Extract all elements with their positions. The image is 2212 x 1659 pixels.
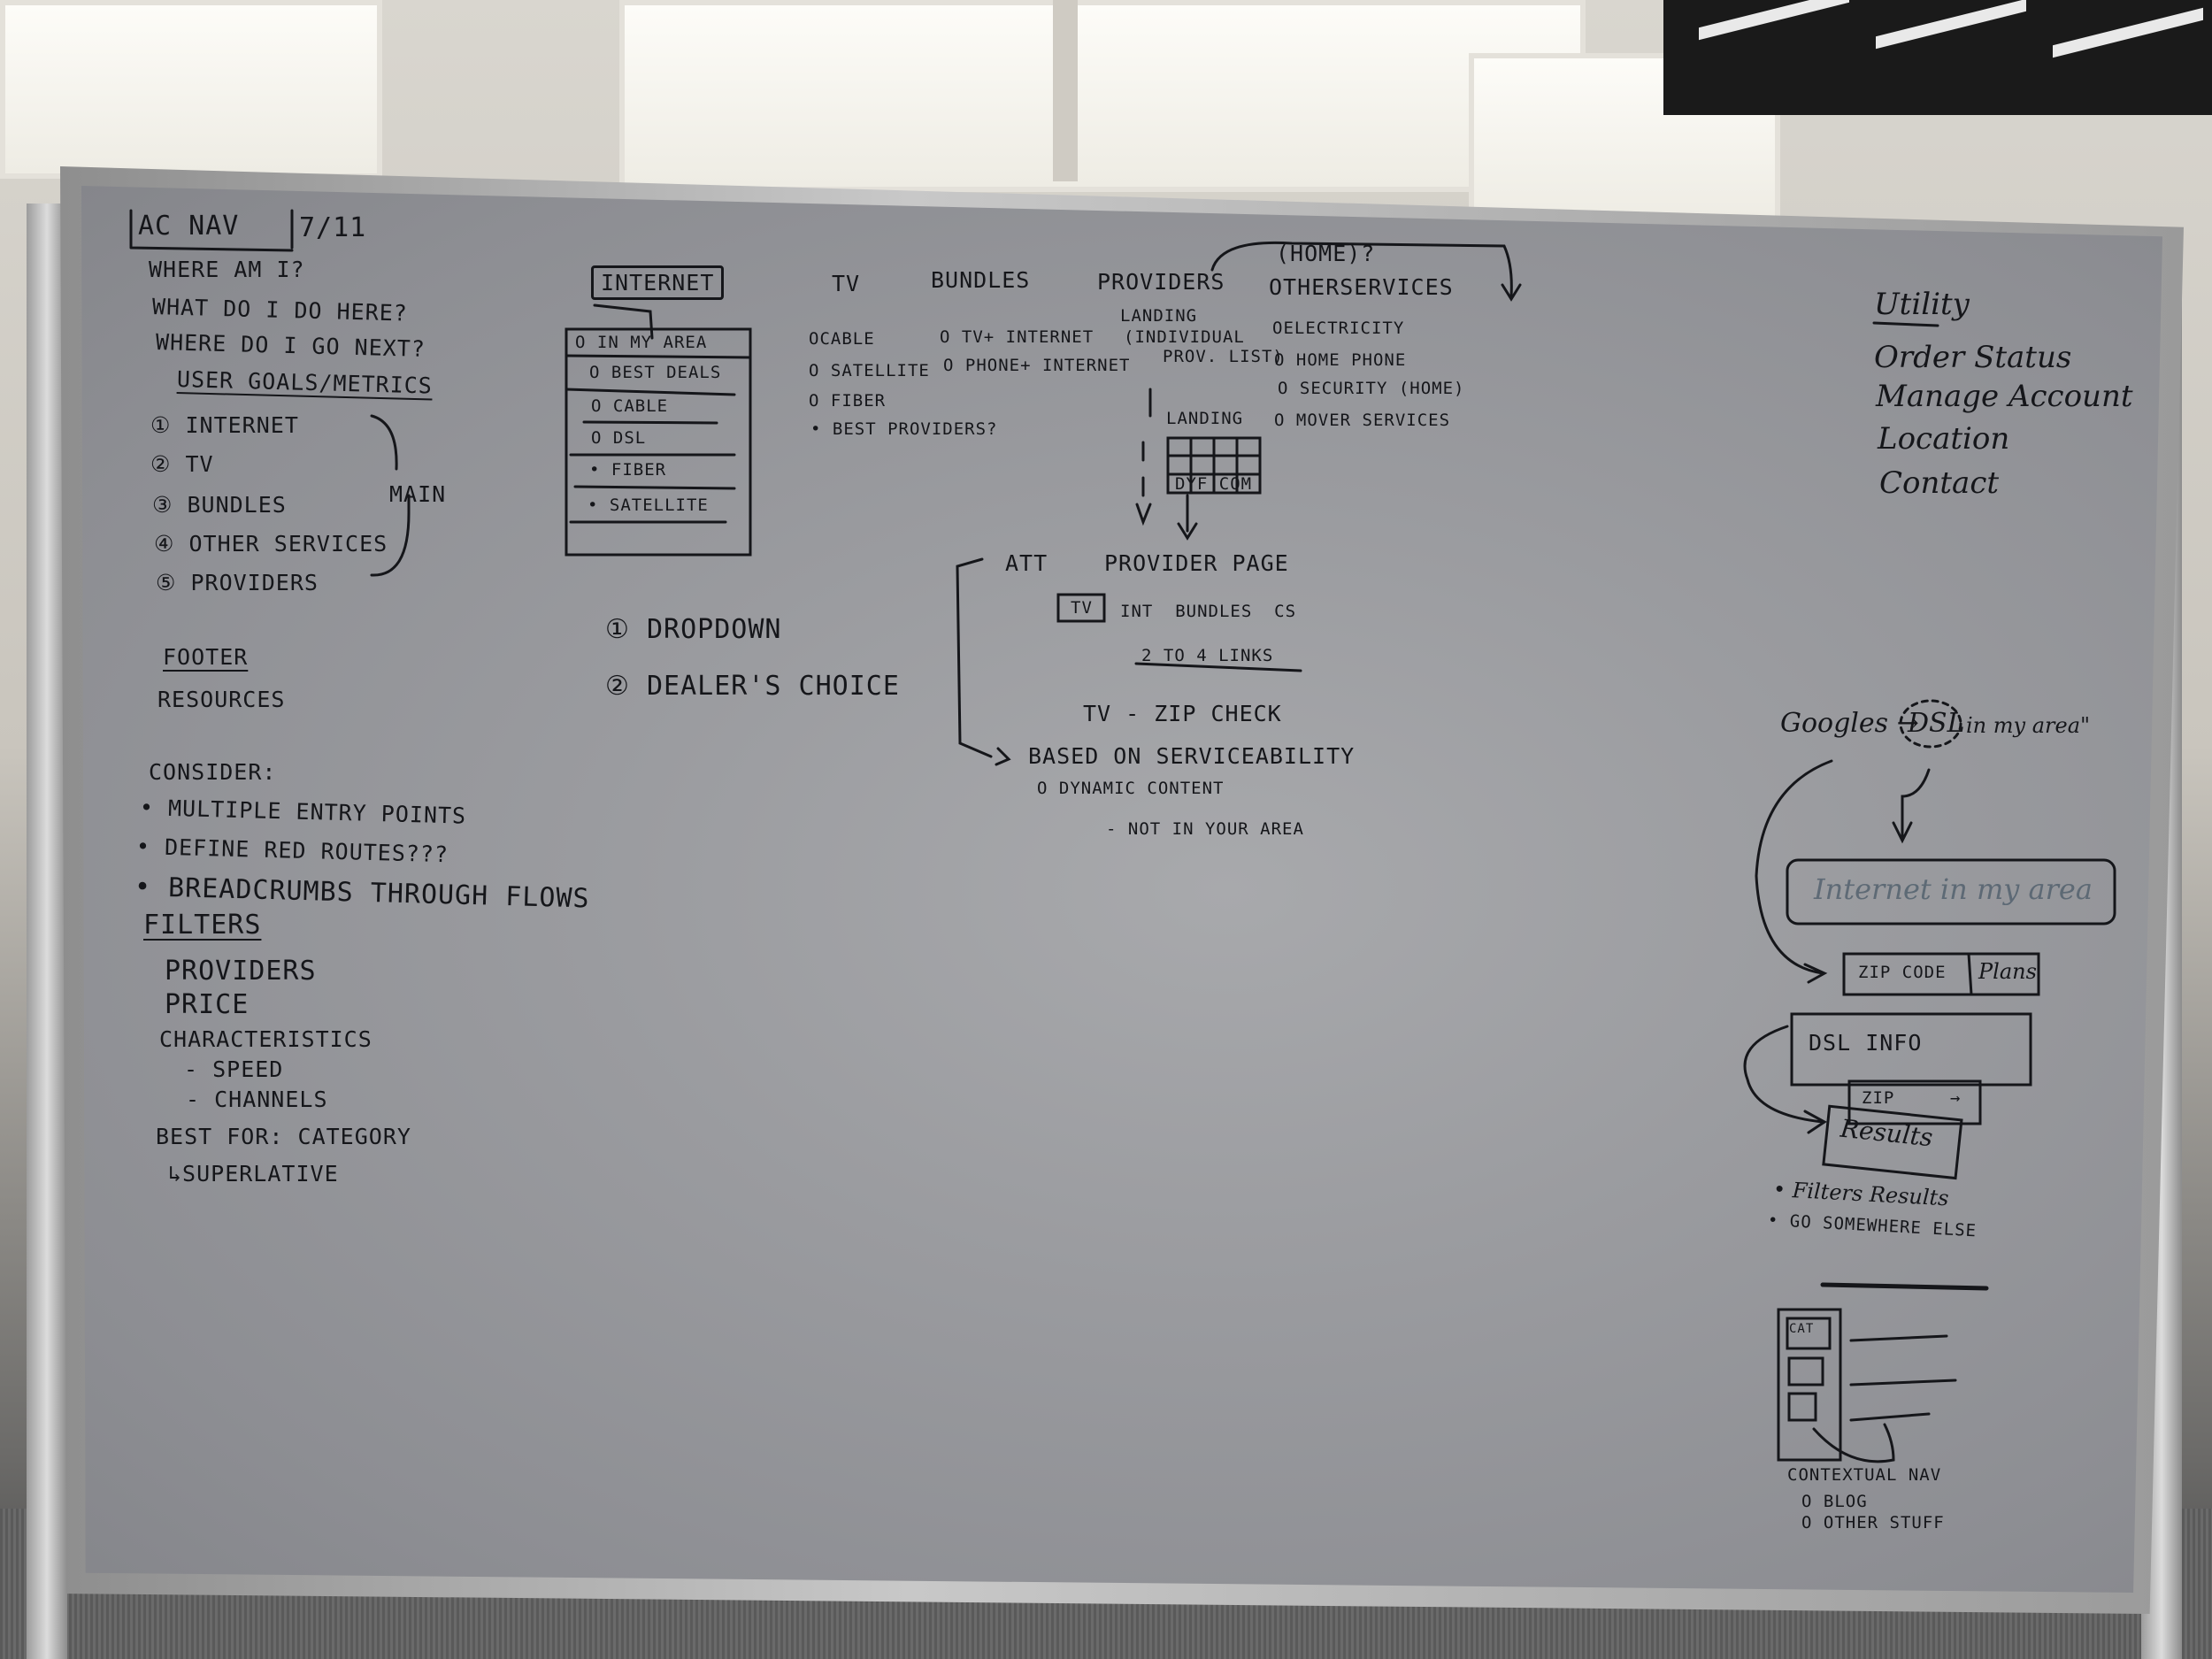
provider-dynamic: o DYNAMIC CONTENT — [1037, 779, 1225, 798]
best-for: BEST FOR: CATEGORY — [156, 1124, 411, 1149]
question-1: WHERE AM I? — [149, 257, 305, 282]
flow-contextual: CONTEXTUAL NAV — [1787, 1465, 1942, 1485]
window-left — [0, 0, 382, 179]
menu-option-1: ① DROPDOWN — [605, 614, 782, 645]
tv-item-2: o SATELLITE — [809, 361, 930, 380]
flow-search-box: Internet in my area — [1814, 872, 2093, 906]
providers-note-3: PROV. LIST) — [1163, 347, 1284, 366]
board-title: AC NAV — [138, 211, 240, 242]
bundles-item-2: o PHONE+ INTERNET — [943, 356, 1131, 375]
filters-item-4: - SPEED — [184, 1056, 284, 1082]
flow-zip-arrow: → — [1950, 1088, 1962, 1108]
nav-home-note: (HOME)? — [1276, 241, 1376, 266]
filters-heading: FILTERS — [143, 910, 262, 941]
providers-landing: LANDING — [1166, 409, 1244, 428]
provider-tv-box: TV — [1071, 598, 1093, 618]
providers-note-1: LANDING — [1120, 306, 1198, 326]
main-item-3: ③ BUNDLES — [152, 492, 287, 518]
tv-item-3: o FIBER — [809, 391, 887, 411]
flow-sidebar-label: Cat — [1789, 1322, 1815, 1336]
internet-menu-item-6: • SATELLITE — [588, 495, 709, 515]
provider-row: INT BUNDLES CS — [1120, 602, 1297, 621]
provider-zip: TV - ZIP Check — [1083, 701, 1282, 726]
consider-heading: CONSIDER: — [149, 759, 277, 785]
internet-menu-item-3: o CABLE — [591, 396, 669, 416]
providers-note-2: (INDIVIDUAL — [1124, 327, 1245, 347]
filters-item-3: CHARACTERISTICS — [159, 1026, 373, 1052]
flow-ctx-item-1: o BLOG — [1801, 1492, 1868, 1511]
other-item-2: o HOME PHONE — [1274, 350, 1407, 370]
board-date: 7/11 — [299, 212, 367, 243]
tv-item-1: oCABLE — [809, 329, 875, 349]
main-item-5: ⑤ PROVIDERS — [156, 570, 319, 595]
flow-zip-code: ZIP CODE — [1858, 963, 1947, 982]
main-item-2: ② TV — [150, 451, 214, 477]
filters-item-2: PRICE — [165, 989, 250, 1020]
window-mullion — [1053, 0, 1078, 181]
nav-other-services: OTHERSERVICES — [1269, 274, 1454, 300]
internet-menu-item-2: o BEST DEALS — [589, 363, 722, 382]
nav-tv: TV — [832, 271, 861, 296]
provider-not-area: - NOT IN YOUR AREA — [1106, 819, 1304, 839]
filters-item-5: - CHANNELS — [186, 1087, 328, 1112]
superlative: ↳SUPERLATIVE — [168, 1161, 339, 1187]
provider-page-title: PROVIDER PAGE — [1104, 550, 1289, 576]
other-item-3: o SECURITY (HOME) — [1278, 379, 1465, 398]
utility-heading: Utility — [1874, 287, 1970, 322]
provider-att: ATT — [1005, 550, 1048, 576]
other-item-1: oELECTRICITY — [1272, 319, 1405, 338]
utility-item-4: Contact — [1879, 465, 2000, 501]
main-item-1: ① INTERNET — [150, 412, 299, 438]
bundles-item-1: o TV+ INTERNET — [940, 327, 1094, 347]
providers-grid-label: DYF COM — [1175, 474, 1253, 494]
flow-ctx-item-2: o OTHER STUFF — [1801, 1513, 1945, 1532]
footer-heading: FOOTER — [163, 644, 249, 670]
internet-menu-item-5: • FIBER — [589, 460, 667, 480]
other-item-4: o MOVER SERVICES — [1274, 411, 1451, 430]
main-label: MAIN — [389, 481, 447, 507]
ceiling-baffles — [1663, 0, 2212, 115]
window-center — [619, 0, 1586, 192]
flow-plans: Plans — [1978, 959, 2037, 984]
stand-post-left — [27, 204, 67, 1659]
provider-based: BASED ON SERVICEABILITY — [1028, 743, 1356, 769]
utility-item-2: Manage Account — [1876, 379, 2133, 414]
internet-menu-item-4: o DSL — [591, 428, 647, 448]
flow-zip: ZIP — [1862, 1088, 1895, 1108]
flow-in-area: in my area" — [1966, 713, 2091, 738]
utility-item-1: Order Status — [1874, 340, 2072, 375]
nav-bundles: BUNDLES — [931, 267, 1031, 293]
flow-dsl-info: DSL INFO — [1809, 1030, 1923, 1056]
menu-option-2: ② DEALER'S CHOICE — [605, 671, 900, 702]
filters-item-1: PROVIDERS — [165, 956, 317, 987]
internet-menu-header: INTERNET — [591, 265, 725, 300]
nav-providers: PROVIDERS — [1097, 269, 1225, 295]
tv-item-4: • BEST PROVIDERS? — [810, 419, 998, 439]
flow-dsl: DSL — [1908, 708, 1965, 739]
provider-links: 2 TO 4 LINKS — [1141, 646, 1274, 665]
internet-menu-item-1: o IN MY AREA — [575, 333, 708, 352]
main-item-4: ④ OTHER SERVICES — [154, 531, 388, 557]
utility-item-3: Location — [1878, 421, 2010, 457]
flow-googles: Googles → — [1780, 708, 1919, 739]
footer-item: RESOURCES — [157, 687, 286, 712]
